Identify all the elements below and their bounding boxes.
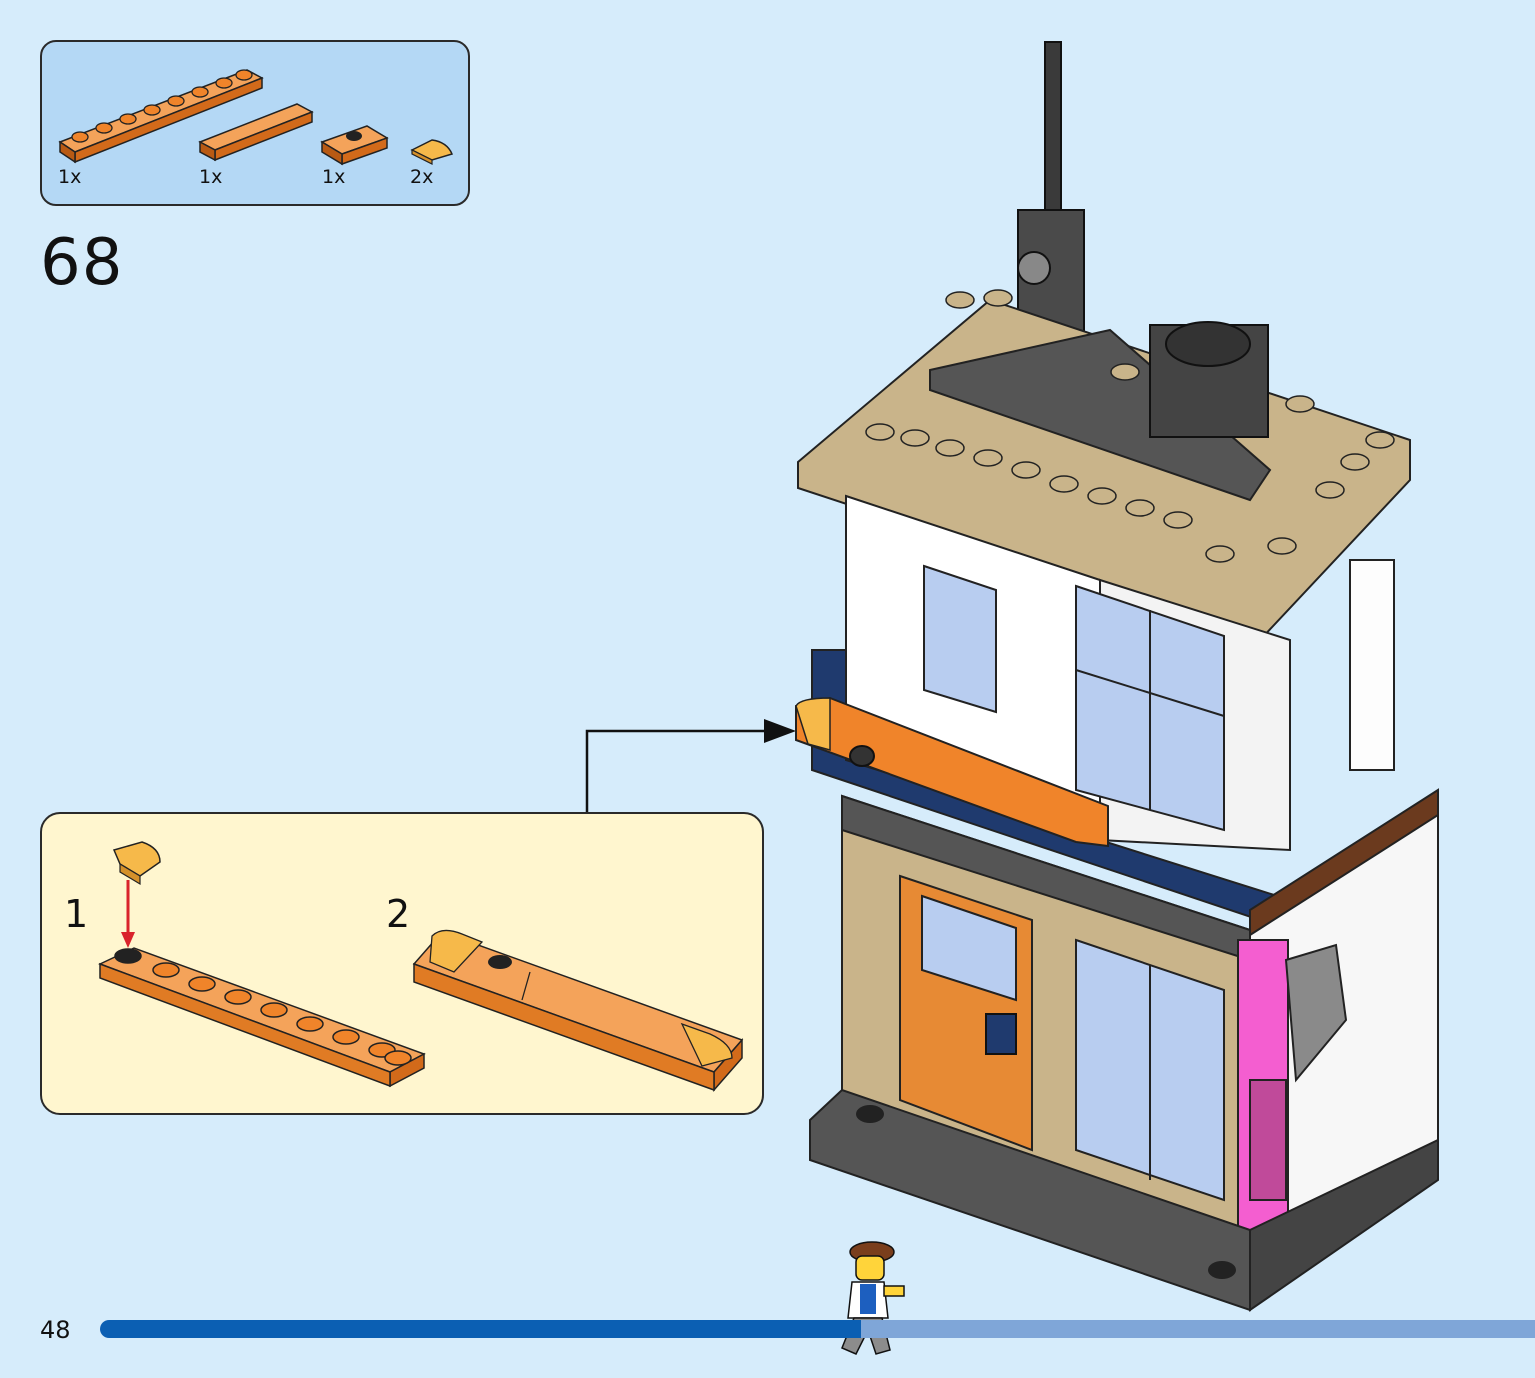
completed-subassembly-icon <box>412 929 744 1092</box>
sub-assembly-graphics <box>98 841 744 1092</box>
jumper-plate-icon <box>320 125 389 166</box>
progress-bar <box>100 1320 1535 1338</box>
sub-step-number: 1 <box>64 892 89 936</box>
minifig-icon <box>841 1241 905 1355</box>
part-qty: 1x <box>199 166 223 188</box>
sub-assembly-box: 1 2 <box>40 812 764 1115</box>
new-orange-piece <box>795 696 1109 848</box>
parts-list-graphics <box>58 69 454 166</box>
window-icon <box>923 564 997 714</box>
part-qty: 2x <box>410 166 434 188</box>
tile-1x4-icon <box>198 103 314 162</box>
plate-1x8-icon <box>58 69 264 164</box>
column <box>1349 559 1395 771</box>
callout-arrow-icon <box>764 719 796 743</box>
plate-1x8-icon <box>98 947 426 1088</box>
roof-studs <box>865 289 1395 563</box>
page-number: 48 <box>40 1316 71 1344</box>
quarter-tile-icon <box>410 139 454 165</box>
model-illustration <box>795 41 1439 1312</box>
step-number: 68 <box>40 226 124 300</box>
antenna-icon <box>1044 41 1062 223</box>
progress-bar-fill <box>100 1320 861 1338</box>
sub-step-number: 2 <box>386 892 411 936</box>
quarter-tile-icon <box>112 841 161 886</box>
part-qty: 1x <box>322 166 346 188</box>
parts-list-box: 1x 1x 1x 2x <box>40 40 470 206</box>
lamp-icon <box>1284 943 1348 1083</box>
part-qty: 1x <box>58 166 82 188</box>
